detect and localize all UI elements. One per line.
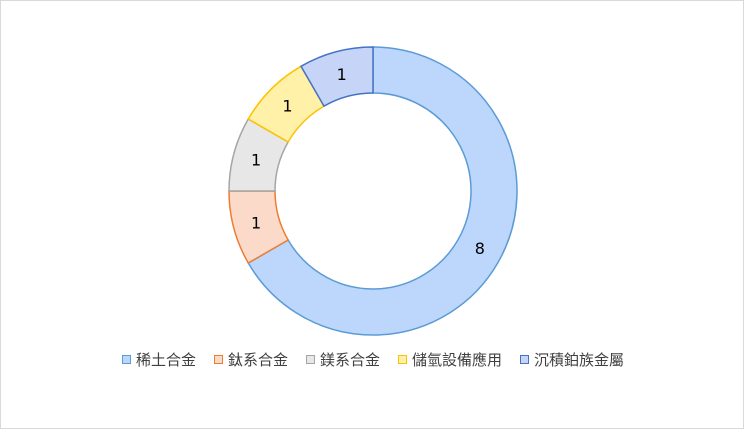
data-label-4: 1 [282,96,292,115]
data-label-2: 1 [251,213,261,232]
data-labels-group: 8 1 1 1 1 [251,65,485,258]
legend-item-2: 鈦系合金 [213,349,288,370]
legend-swatch-3 [305,354,315,364]
legend-swatch-4 [398,354,407,364]
legend-label-5: 沉積鉑族金屬 [534,350,625,369]
data-label-5: 1 [337,65,347,84]
legend-item-4: 儲氫設備應用 [398,349,502,370]
data-label-1: 8 [475,239,485,258]
legend-item-5: 沉積鉑族金屬 [520,349,624,370]
legend-label-1: 稀土合金 [135,350,196,369]
legend: 稀土合金 鈦系合金 鎂系合金 儲氫設備應用 沉積鉑族金屬 [1,345,744,373]
legend-item-1: 稀土合金 [121,349,196,370]
legend-swatch-1 [121,354,131,364]
slice-5 [299,46,374,108]
legend-label-3: 鎂系合金 [319,350,380,369]
legend-item-3: 鎂系合金 [305,349,380,370]
data-label-3: 1 [251,151,261,170]
legend-label-4: 儲氫設備應用 [412,350,503,369]
legend-swatch-2 [213,354,223,364]
legend-swatch-5 [520,354,530,364]
slice-1 [247,46,518,336]
legend-label-2: 鈦系合金 [227,350,288,369]
slices-group [228,46,518,336]
